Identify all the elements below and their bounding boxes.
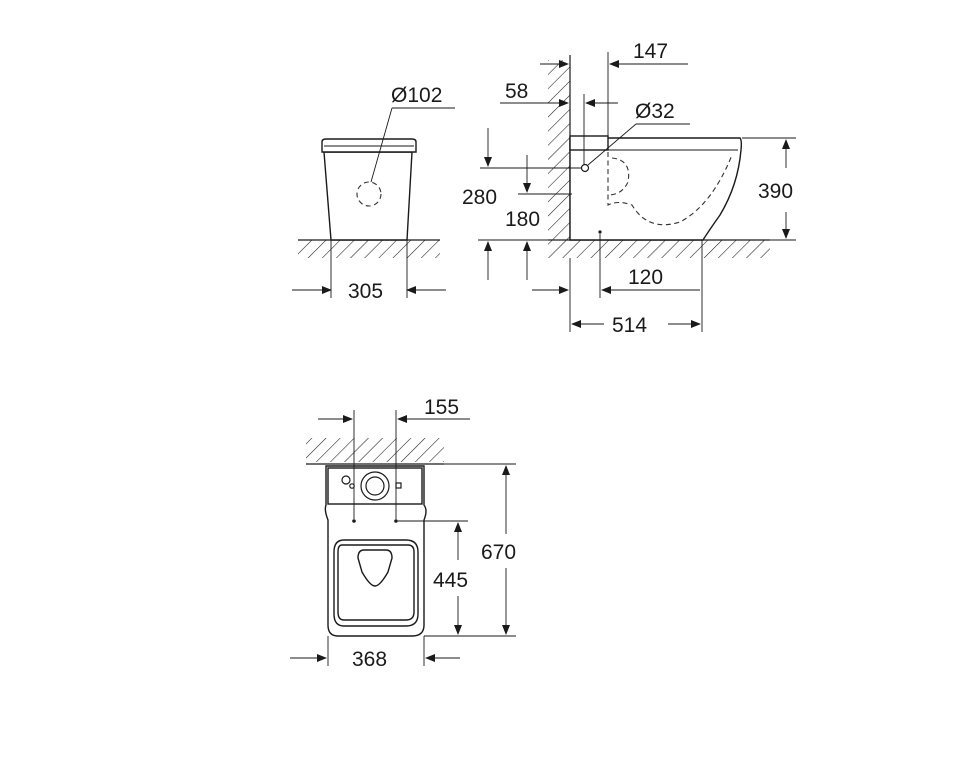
label-flush-diameter: Ø102 [391,84,442,107]
flush-button-outer [360,471,390,501]
floor-hatch [298,240,440,258]
leader-102 [370,107,393,183]
label-180: 180 [505,208,540,231]
cistern-block [569,135,609,151]
inlet-circle [341,475,351,485]
fix-point-right [394,519,398,523]
label-445: 445 [433,569,468,592]
label-147: 147 [633,40,668,63]
label-390: 390 [758,180,793,203]
label-58: 58 [505,80,528,103]
front-view: Ø102 305 [292,84,455,303]
toilet-body-side [569,137,743,241]
top-wall-hatch [306,438,444,462]
cistern-lid [321,138,417,153]
bowl-opening [357,549,393,587]
label-155: 155 [424,396,459,419]
outlet-center-dot [598,230,602,234]
wall-hatch [548,60,570,240]
label-width-305: 305 [348,280,383,303]
flush-button-inner [365,476,385,496]
toilet-body-front [323,151,413,241]
fix-point-left [352,519,356,523]
side-view: Ø32 147 58 280 180 390 12 [462,40,796,337]
label-670: 670 [481,541,516,564]
bowl-dashed [607,152,733,226]
label-pipe-diameter: Ø32 [635,100,675,123]
cistern-top [327,467,423,505]
leader-32 [587,123,637,166]
flush-pipe-circle [356,181,382,207]
label-120: 120 [628,266,663,289]
top-view: 155 670 445 368 [290,396,516,671]
side-floor-hatch [548,240,770,258]
label-280: 280 [462,186,497,209]
trap-dashed [607,157,630,196]
label-368: 368 [352,648,387,671]
label-514: 514 [612,314,647,337]
